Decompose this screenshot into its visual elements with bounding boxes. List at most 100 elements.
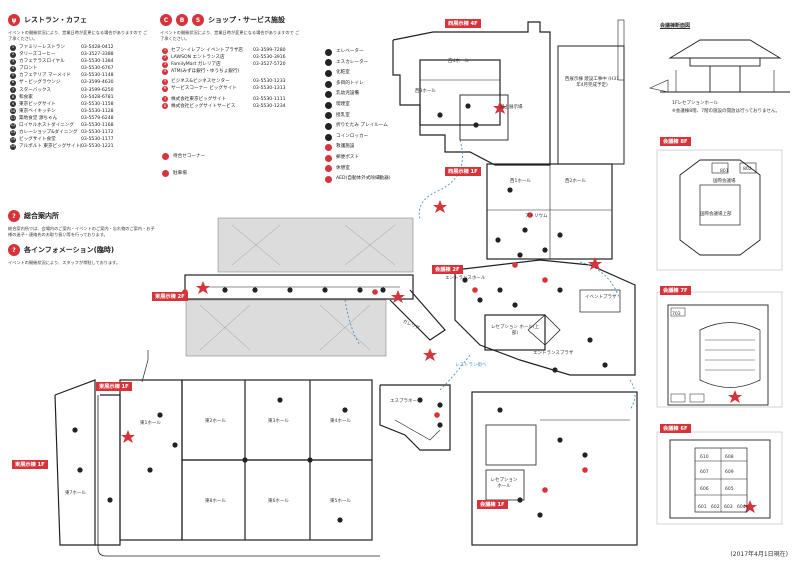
tag-west-4f: 西展示棟 4F [445, 19, 481, 28]
play-room-icon [325, 122, 332, 130]
info-question-icon: ? [8, 210, 20, 222]
esplanade-restaurants [379, 384, 451, 451]
shop-phone: 03-3527-5720 [253, 62, 286, 68]
facility-item: エスカレーター [325, 58, 410, 69]
facility-name: エスカレーター [336, 59, 369, 65]
room-606: 606 [700, 486, 709, 492]
facility-item: 化粧室 [325, 68, 410, 79]
shop-note: イベントの開催状況により、営業日時が変更になる場合がありますので ご了承ください… [160, 30, 300, 41]
restaurant-legend-title: ψ レストラン・カフェ [8, 14, 87, 26]
restaurant-name: 築地食堂 源ちゃん [19, 115, 58, 121]
facility-item: 折りたたみ プレイルーム [325, 121, 410, 132]
info-note: 総合案内所では、会場内のご案内・イベントのご案内・忘れ物のご案内・お子様の迷子・… [8, 226, 155, 237]
bag-icon: B [176, 14, 188, 26]
label-intl-conf: 国際会議場 [713, 179, 736, 184]
label-east-hall-2: 東2ホール [205, 419, 226, 424]
restaurant-number-icon: 8 [10, 94, 16, 101]
east-hall-upper [185, 217, 414, 357]
label-entrance-hall: エントランスホール [445, 276, 486, 281]
restaurant-name: ファミリーレストラン [19, 45, 65, 50]
room-numbers: 801 802 703 610 608 607 609 606 605 601 … [672, 166, 752, 510]
restaurant-name: カフェテラスロイヤル [19, 59, 65, 65]
conf-section-title: 会議棟断面図 [660, 23, 691, 29]
facility-markers [72, 103, 608, 523]
info-legend-title: ? 総合案内所 [8, 210, 59, 222]
restaurant-number-icon: 11 [10, 115, 16, 122]
walkway-paths [344, 139, 636, 411]
label-restaurant-way: レストラン街へ [455, 363, 487, 368]
restaurant-number-icon: 13 [10, 129, 16, 136]
label-construction: 西展示棟 建設工事中 (H31年4月完成予定) [564, 77, 620, 88]
shop-phone: 03-5530-3916 [253, 55, 286, 61]
label-entrance-plaza: エントランスプラザ [533, 351, 574, 356]
room-610: 610 [700, 454, 709, 460]
baby-care-icon [325, 91, 332, 99]
room-608: 608 [725, 454, 734, 460]
restaurant-phone: 03-5530-1158 [81, 101, 114, 107]
conf-2f-area [454, 259, 636, 376]
restaurant-phone: 03-5428-0412 [81, 45, 114, 50]
conf-1f-building [471, 391, 638, 546]
info2-legend-title: ? 各インフォメーション(臨時) [8, 244, 114, 256]
restaurant-name: アルポルト 東京ビッグサイト店 [19, 144, 81, 150]
east-2f-corridor [184, 274, 446, 341]
facility-item: 多目的トイレ [325, 79, 410, 90]
facility-name: 折りたたみ プレイルーム [336, 123, 388, 129]
restaurant-number-icon: 9 [10, 101, 16, 108]
facility-item: 乳幼児設備 [325, 89, 410, 100]
rest-area-icon [325, 165, 332, 173]
facility-item: 郵便ポスト [325, 153, 410, 164]
conf-7f-plan [656, 291, 783, 408]
restaurant-phone: 03-5530-1221 [81, 144, 114, 150]
label-reception-hall: レセプション ホール(上部) [490, 325, 540, 336]
facility-name: 郵便ポスト [336, 154, 359, 160]
room-609: 609 [725, 469, 734, 475]
restaurant-number-icon: 12 [10, 122, 16, 129]
facility-item: 休憩室 [325, 164, 410, 175]
label-east-hall-8: 東8ホール [205, 499, 226, 504]
facility-item: 救護施設 [325, 142, 410, 153]
shop-number-icon: 6 [162, 86, 168, 93]
room-607: 607 [700, 469, 709, 475]
shop-number-icon: 2 [162, 54, 168, 61]
tag-west-1f: 西展示棟 1F [445, 167, 481, 176]
label-event-plaza: イベントプラザ [585, 295, 617, 300]
restaurant-phone: 03-5530-1148 [81, 73, 114, 79]
restaurant-name: ロイヤルホストダイニング [19, 123, 74, 129]
restaurant-number-icon: 6 [10, 80, 16, 87]
restroom-icon [325, 69, 332, 77]
facility-item: AED(自動体外式除細動器) [325, 174, 410, 185]
room-703: 703 [672, 311, 681, 317]
tag-east-1f-alt: 東展示棟 1F [12, 460, 48, 469]
restaurant-phone: 03-5530-6767 [81, 66, 114, 72]
tag-conf-2f: 会議棟 2F [432, 265, 463, 274]
label-east-hall-7: 東7ホール [65, 491, 86, 496]
restaurant-name: カレーショップ&ダイニング [19, 130, 78, 136]
shop-name: LAWSON エントランス店 [171, 55, 225, 61]
restaurant-number-icon: 3 [10, 58, 16, 65]
restaurant-name: 和食家 [19, 94, 33, 100]
restaurant-icon: ψ [8, 14, 20, 26]
first-aid-icon [325, 144, 332, 152]
shop-name: セブン-イレブン イベントプラザ店 [171, 48, 244, 53]
tag-conf-6f: 会議棟 6F [660, 424, 691, 433]
facility-name: 救護施設 [336, 144, 355, 150]
meeting-point-icon [162, 153, 169, 161]
elevator-icon [325, 48, 332, 56]
shop-phone: 03-3599-7280 [253, 48, 286, 53]
